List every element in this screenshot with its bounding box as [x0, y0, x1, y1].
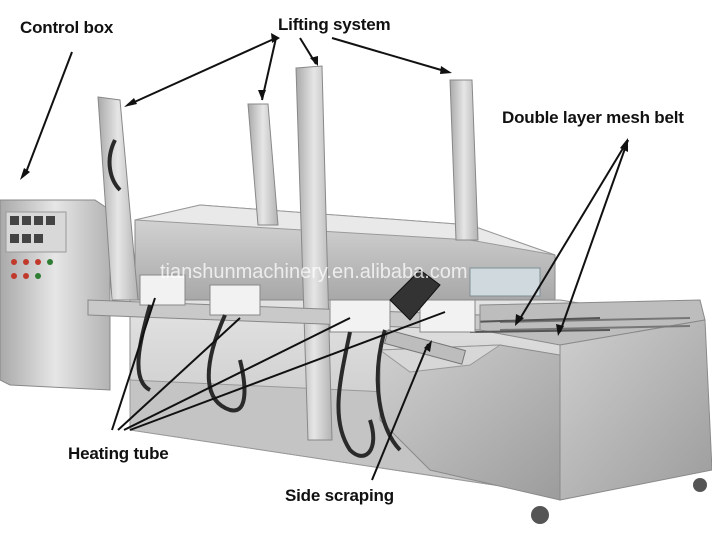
- label-double-layer-mesh-belt: Double layer mesh belt: [502, 108, 684, 127]
- mesh-belt: [469, 317, 611, 333]
- label-lifting-system: Lifting system: [278, 15, 391, 34]
- label-side-scraping: Side scraping: [285, 486, 394, 505]
- casters: [531, 478, 707, 524]
- annotation-arrowheads: [20, 33, 628, 352]
- control-box-cabinet: [0, 199, 111, 391]
- hoses: [107, 139, 402, 458]
- heating-tube-boxes: [139, 274, 476, 333]
- annotation-lines: [24, 37, 629, 481]
- label-heating-tube: Heating tube: [68, 444, 169, 463]
- front-hopper: [378, 344, 561, 501]
- lifting-columns: [97, 65, 479, 441]
- outfeed-section: [479, 299, 712, 501]
- label-control-box: Control box: [20, 18, 114, 37]
- watermark-text: tianshunmachinery.en.alibaba.com: [160, 261, 468, 283]
- hood-cover: [134, 204, 556, 301]
